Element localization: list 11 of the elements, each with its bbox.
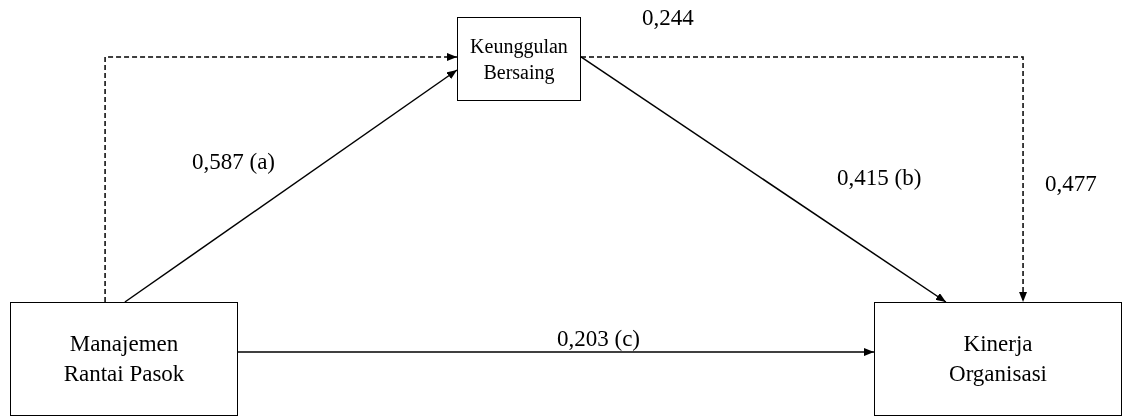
variable-box <box>10 302 238 416</box>
variable-box <box>457 17 581 101</box>
variable-name: Kinerja Organisasi <box>948 330 1048 388</box>
arrow <box>580 56 947 303</box>
coefficient-label: 0,477 <box>1045 172 1097 195</box>
variable-name: Manajemen Rantai Pasok <box>62 330 186 388</box>
arrow <box>237 348 875 357</box>
variable-box <box>874 302 1122 416</box>
dashed-arrow <box>580 56 1028 303</box>
edge-label: 0,415 (b) <box>835 166 924 189</box>
variable-name: Keunggulan Bersaing <box>469 34 569 85</box>
